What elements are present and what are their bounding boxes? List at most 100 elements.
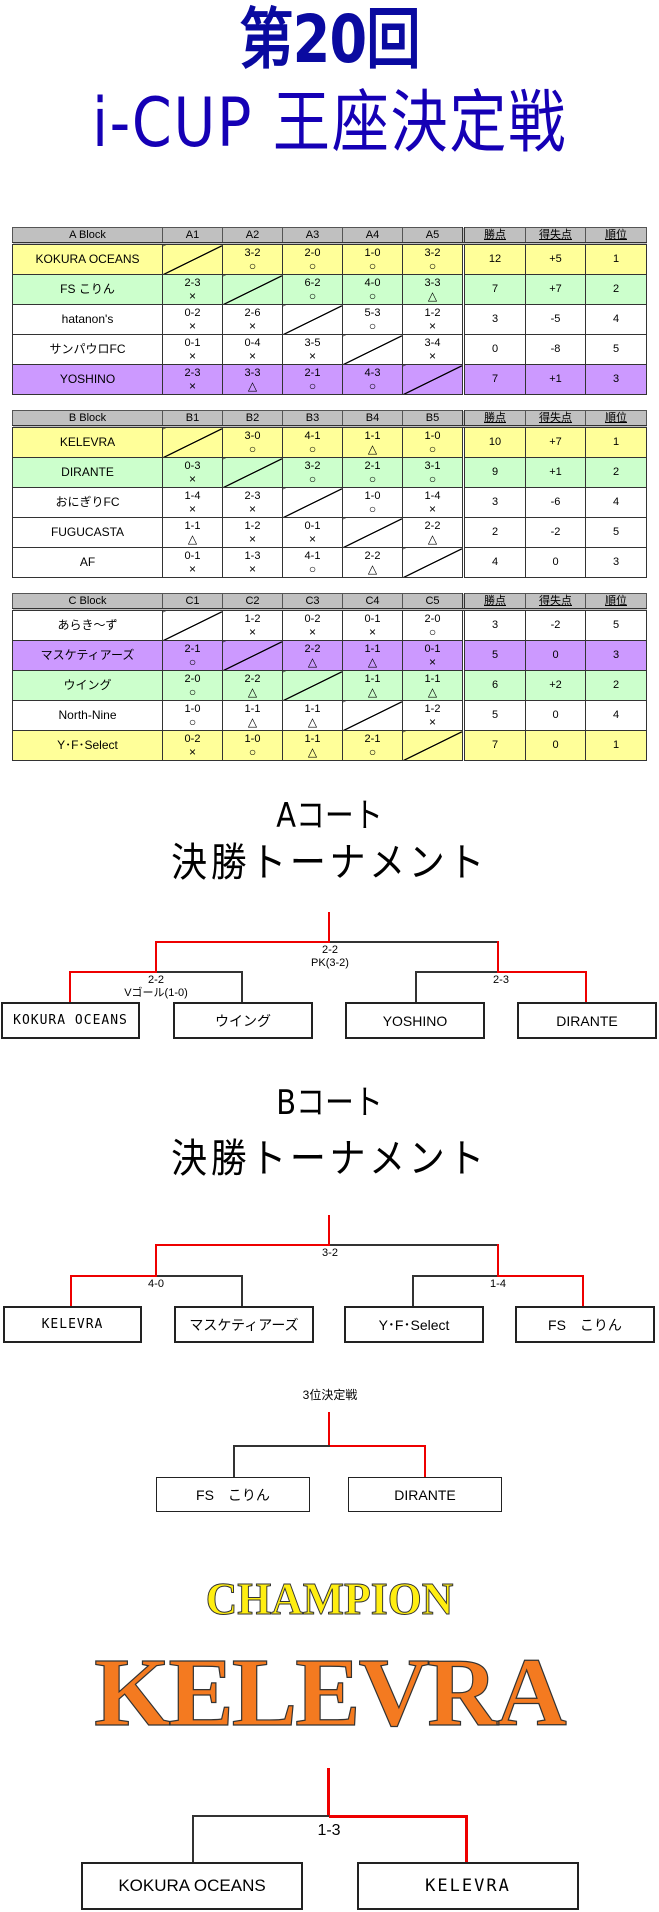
match-result-cell: 1-1△ xyxy=(222,700,283,731)
match-result-cell: 0-1× xyxy=(162,334,223,365)
match-result-cell: 1-1△ xyxy=(162,517,223,548)
team-name: DIRANTE xyxy=(12,457,163,488)
match-result-cell: 4-1○ xyxy=(282,547,343,578)
match-result-cell: 1-1△ xyxy=(282,700,343,731)
win-mark-icon: ○ xyxy=(428,441,437,456)
match-score: 2-1 xyxy=(184,642,201,655)
team-name: AF xyxy=(12,547,163,578)
loss-mark-icon: × xyxy=(248,348,256,363)
goal-diff-cell: +5 xyxy=(525,243,586,275)
block-name-header: C Block xyxy=(12,593,163,611)
bracket-line xyxy=(241,971,243,1003)
match-result-cell: 0-2× xyxy=(162,304,223,335)
match-score: 2-0 xyxy=(424,612,441,625)
bracket-line xyxy=(327,1768,330,1816)
team-box: マスケティアーズ xyxy=(174,1306,314,1343)
match-result-cell: 1-1△ xyxy=(402,670,464,701)
match-result-cell: 1-2× xyxy=(222,609,283,641)
bracket-line xyxy=(412,1275,414,1306)
win-mark-icon: ○ xyxy=(368,378,377,393)
column-header: A3 xyxy=(282,227,343,245)
rank-cell: 5 xyxy=(585,609,647,641)
bracket-line xyxy=(157,971,242,973)
match-result-cell: 3-0○ xyxy=(222,426,283,458)
draw-mark-icon: △ xyxy=(187,531,198,546)
draw-mark-icon: △ xyxy=(367,561,378,576)
match-score: 1-4 xyxy=(184,489,201,502)
team-name: Y･F･Select xyxy=(12,730,163,761)
semi-left-score: 4-0 xyxy=(148,1278,164,1290)
rank-cell: 4 xyxy=(585,700,647,731)
self-match-cell xyxy=(402,730,464,761)
court-a-tournament-title: 決勝トーナメント xyxy=(171,840,488,886)
match-result-cell: 1-3× xyxy=(222,547,283,578)
match-result-cell: 1-0○ xyxy=(162,700,223,731)
team-box: DIRANTE xyxy=(517,1002,657,1039)
bracket-line xyxy=(70,1275,72,1306)
team-box: FS こりん xyxy=(515,1306,655,1343)
match-score: 2-2 xyxy=(304,642,321,655)
goal-diff-cell: +1 xyxy=(525,457,586,488)
win-mark-icon: ○ xyxy=(308,378,317,393)
match-result-cell: 3-3△ xyxy=(222,364,283,395)
match-result-cell: 1-1△ xyxy=(342,670,403,701)
win-mark-icon: ○ xyxy=(368,471,377,486)
draw-mark-icon: △ xyxy=(247,684,258,699)
win-mark-icon: ○ xyxy=(428,471,437,486)
rank-header: 順位 xyxy=(585,227,647,245)
match-score: 4-0 xyxy=(364,276,381,289)
match-score: 1-1 xyxy=(304,732,321,745)
match-result-cell: 1-2× xyxy=(222,517,283,548)
bracket-line xyxy=(155,1244,330,1246)
loss-mark-icon: × xyxy=(428,714,436,729)
match-result-cell: 1-0○ xyxy=(342,487,403,518)
bracket-line xyxy=(330,1445,426,1447)
court-b-title: Bコート xyxy=(276,1083,383,1123)
loss-mark-icon: × xyxy=(428,348,436,363)
bracket-line xyxy=(192,1815,194,1863)
column-header: C1 xyxy=(162,593,223,611)
goal-diff-cell: +7 xyxy=(525,426,586,458)
court-b-tournament-title: 決勝トーナメント xyxy=(171,1136,488,1182)
match-score: 3-5 xyxy=(304,336,321,349)
match-result-cell: 0-1× xyxy=(402,640,464,671)
bracket-line xyxy=(424,1445,426,1478)
points-cell: 12 xyxy=(462,243,526,275)
match-score: 1-2 xyxy=(424,702,441,715)
team-name: North-Nine xyxy=(12,700,163,731)
bracket-line xyxy=(328,912,330,942)
match-score: 1-3 xyxy=(244,549,261,562)
loss-mark-icon: × xyxy=(248,624,256,639)
match-result-cell: 2-0○ xyxy=(402,609,464,641)
match-result-cell: 1-4× xyxy=(402,487,464,518)
bracket-line xyxy=(497,1244,499,1276)
team-name: FS こりん xyxy=(12,274,163,305)
goal-diff-cell: -2 xyxy=(525,517,586,548)
event-title-line2: i-CUP 王座決定戦 xyxy=(92,84,567,163)
win-mark-icon: ○ xyxy=(188,684,197,699)
draw-mark-icon: △ xyxy=(427,684,438,699)
draw-mark-icon: △ xyxy=(247,714,258,729)
bracket-line xyxy=(330,1244,499,1246)
points-cell: 0 xyxy=(462,334,526,365)
points-cell: 7 xyxy=(462,364,526,395)
rank-cell: 1 xyxy=(585,730,647,761)
match-score: 3-3 xyxy=(244,366,261,379)
bracket-line xyxy=(69,971,71,1003)
points-header: 勝点 xyxy=(462,593,526,611)
points-cell: 4 xyxy=(462,547,526,578)
match-score: 6-2 xyxy=(304,276,321,289)
match-score: 0-3 xyxy=(184,459,201,472)
match-score: 1-0 xyxy=(424,429,441,442)
team-name: ウイング xyxy=(12,670,163,701)
match-score: 0-2 xyxy=(304,612,321,625)
rank-cell: 4 xyxy=(585,487,647,518)
loss-mark-icon: × xyxy=(248,318,256,333)
semi-right-score: 1-4 xyxy=(490,1278,506,1290)
bracket-line xyxy=(328,1215,330,1245)
